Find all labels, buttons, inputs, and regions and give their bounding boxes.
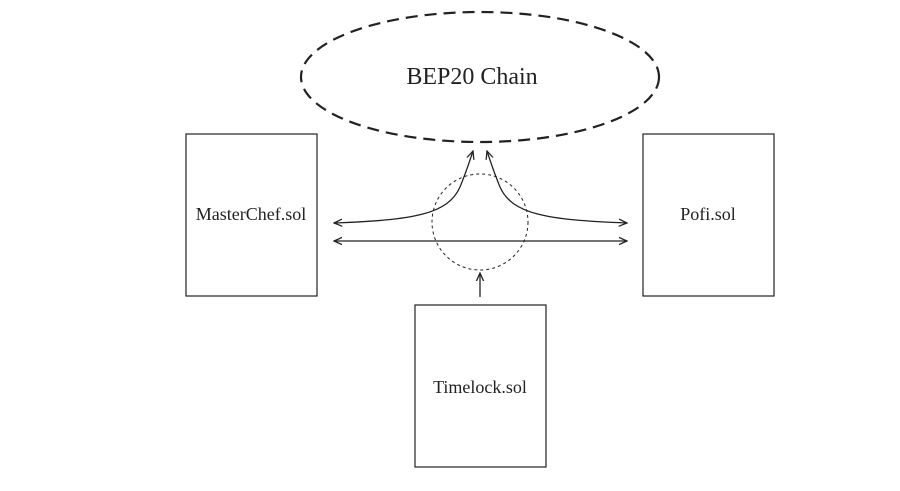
timelock-label: Timelock.sol — [433, 377, 527, 397]
masterchef-box — [185, 133, 318, 297]
timelock-node: Timelock.sol — [414, 304, 547, 468]
pofi-label: Pofi.sol — [680, 204, 736, 224]
junction-circle — [431, 173, 529, 271]
pofi-box — [642, 133, 775, 297]
masterchef-chain-arrow — [334, 151, 473, 223]
pofi-node: Pofi.sol — [642, 133, 775, 297]
chain-label: BEP20 Chain — [406, 64, 537, 90]
masterchef-node: MasterChef.sol — [185, 133, 318, 297]
bep20-chain-node: BEP20 Chain — [299, 10, 661, 144]
timelock-box — [414, 304, 547, 468]
masterchef-label: MasterChef.sol — [196, 204, 306, 224]
chain-ellipse — [299, 10, 661, 144]
pofi-chain-arrow — [487, 151, 627, 223]
